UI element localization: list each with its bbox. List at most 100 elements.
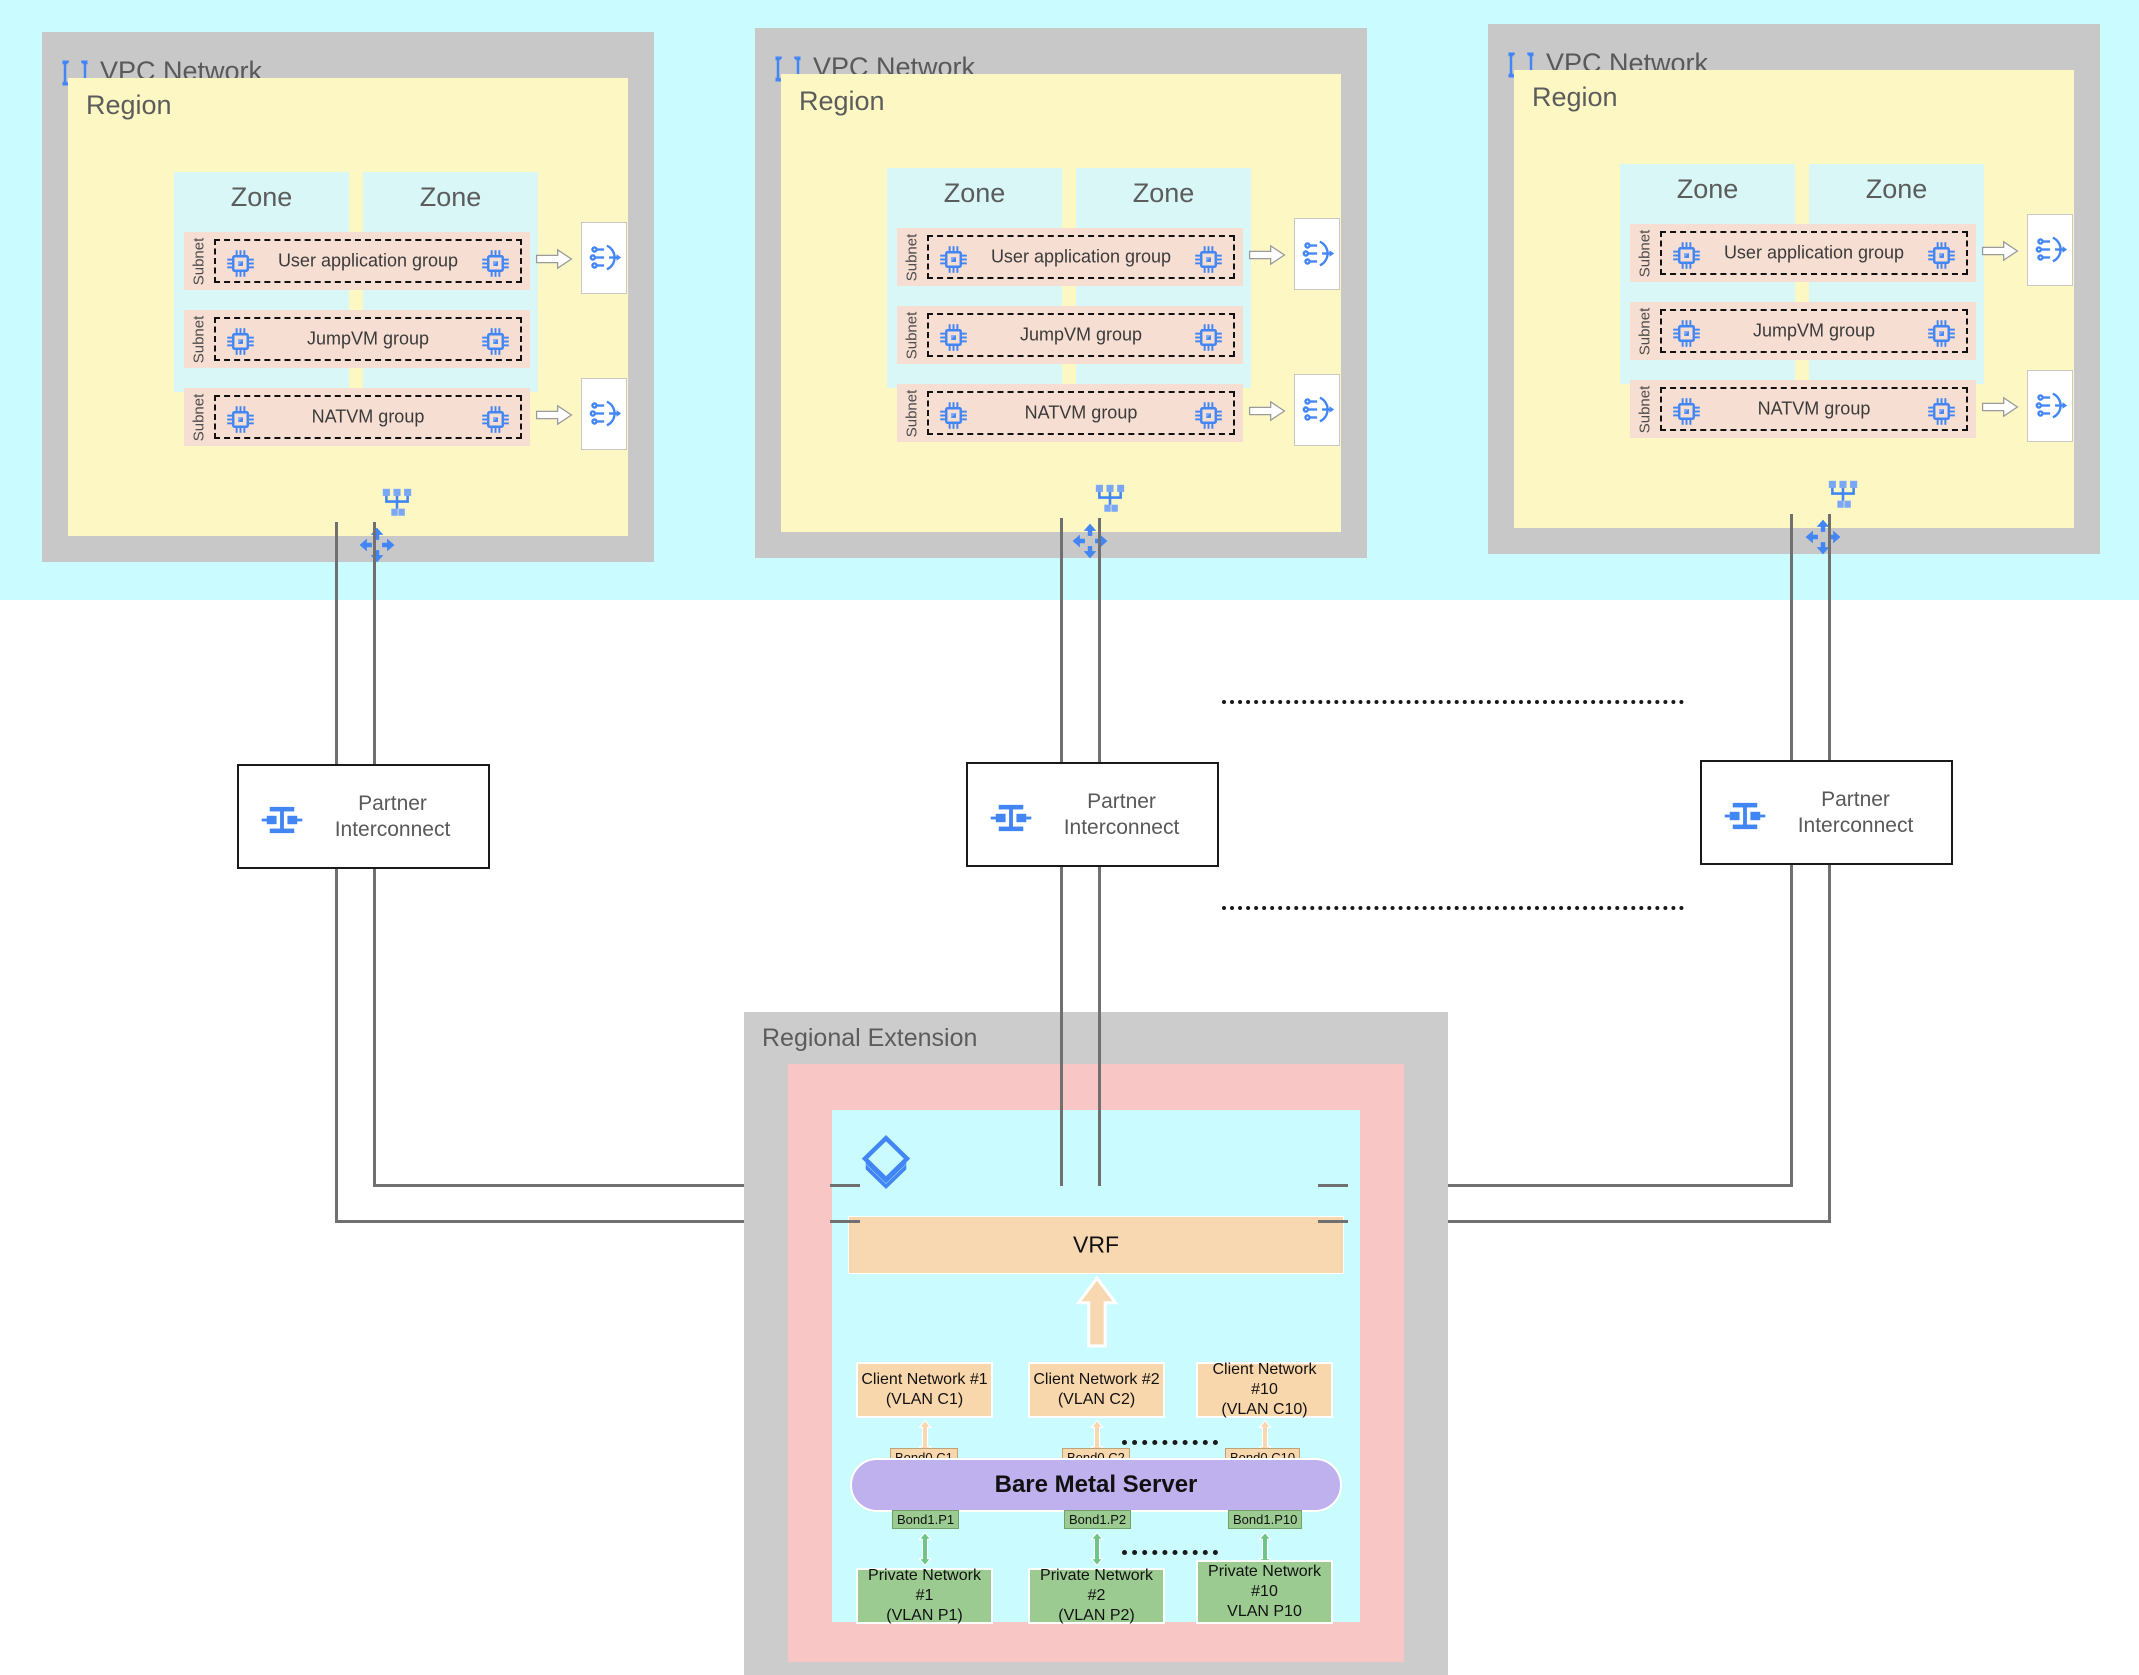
region-3: Region Zone Zone Subnet User application… — [1514, 70, 2074, 528]
cloud-router-icon-1[interactable] — [358, 526, 396, 564]
subnet-label: Subnet — [190, 393, 208, 441]
connector-vpc1-right-lower — [373, 864, 376, 1186]
partner-interconnect-3[interactable]: Partner Interconnect — [1700, 760, 1953, 865]
vrf-box[interactable]: VRF — [848, 1216, 1344, 1274]
subnet-row-jumpvm[interactable]: Subnet JumpVM group — [1630, 302, 1976, 360]
partner-interconnect-icon — [990, 797, 1032, 839]
arrow-icon — [534, 404, 574, 426]
bond-tag-p1: Bond1.P1 — [892, 1510, 960, 1529]
connector-vpc3-right-lower — [1828, 864, 1831, 1222]
cloud-nat-3b[interactable] — [2027, 370, 2073, 442]
subnet-tree-icon — [380, 486, 414, 520]
subnet-tree-icon — [1093, 482, 1127, 516]
cloud-nat-icon — [1302, 237, 1335, 270]
partner-interconnect-icon — [261, 799, 303, 841]
regional-extension-title: Regional Extension — [762, 1024, 978, 1052]
private-network-10[interactable]: Private Network #10 VLAN P10 — [1196, 1560, 1333, 1624]
cloud-nat-3a[interactable] — [2027, 214, 2073, 286]
connector-vpc1-right — [373, 522, 376, 772]
subnet-label: Subnet — [1636, 385, 1654, 433]
regional-extension-pink-layer: VRF Client Network #1 (VLAN C1) Client N… — [788, 1064, 1404, 1662]
regional-extension[interactable]: Regional Extension VRF Client Network #1… — [744, 1012, 1448, 1675]
cloud-nat-icon — [1302, 393, 1335, 426]
subnet-row-user-app[interactable]: Subnet User application group — [1630, 224, 1976, 282]
arrow-icon — [534, 248, 574, 270]
cloud-nat-1b[interactable] — [581, 378, 627, 450]
subnet-row-jumpvm[interactable]: Subnet JumpVM group — [184, 310, 530, 368]
arrow-icon — [1980, 396, 2020, 418]
subnet-label: Subnet — [190, 237, 208, 285]
cloud-nat-icon — [589, 397, 622, 430]
arrow-icon — [1247, 244, 1287, 266]
subnet-row-natvm[interactable]: Subnet NATVM group — [184, 388, 530, 446]
ellipsis-line-bottom — [1222, 906, 1684, 910]
zone-label: Zone — [1132, 178, 1195, 208]
partner-interconnect-label: Partner Interconnect — [334, 791, 451, 841]
cloud-nat-1a[interactable] — [581, 222, 627, 294]
client-network-1[interactable]: Client Network #1 (VLAN C1) — [856, 1362, 993, 1418]
bond-tag-p2: Bond1.P2 — [1064, 1510, 1132, 1529]
subnet-label: Subnet — [903, 233, 921, 281]
subnet-row-jumpvm[interactable]: Subnet JumpVM group — [897, 306, 1243, 364]
private-network-label: Private Network #2 (VLAN P2) — [1040, 1567, 1153, 1624]
partner-interconnect-2[interactable]: Partner Interconnect — [966, 762, 1219, 867]
connector-vpc1-left-horiz — [335, 1220, 852, 1223]
vrf-left-stub-bottom — [830, 1220, 860, 1223]
vpc-network-3[interactable]: VPC Network Region Zone Zone Subnet User… — [1488, 24, 2100, 554]
subnet-label: Subnet — [190, 315, 208, 363]
vpc-network-2[interactable]: VPC Network Region Zone Zone Subnet User… — [755, 28, 1367, 558]
private-network-1[interactable]: Private Network #1 (VLAN P1) — [856, 1567, 993, 1624]
bare-metal-server-label: Bare Metal Server — [994, 1471, 1198, 1498]
subnet-label: Subnet — [1636, 229, 1654, 277]
instance-group-natvm[interactable]: NATVM group — [214, 395, 522, 439]
subnet-row-natvm[interactable]: Subnet NATVM group — [897, 384, 1243, 442]
vpc-network-1[interactable]: VPC Network Region Zone Zone Subnet User… — [42, 32, 654, 562]
cloud-router-icon-3[interactable] — [1804, 518, 1842, 556]
cloud-nat-2b[interactable] — [1294, 374, 1340, 446]
partner-interconnect-1[interactable]: Partner Interconnect — [237, 764, 490, 869]
connector-vpc3-left-horiz — [1325, 1184, 1793, 1187]
connector-vpc2-left-into-vrf — [1060, 1012, 1063, 1186]
vrf-left-stub-top — [830, 1184, 860, 1187]
client-network-10[interactable]: Client Network #10 (VLAN C10) — [1196, 1361, 1333, 1418]
instance-group-jumpvm[interactable]: JumpVM group — [927, 313, 1235, 357]
instance-group-user-app[interactable]: User application group — [1660, 231, 1968, 275]
instance-group-jumpvm[interactable]: JumpVM group — [1660, 309, 1968, 353]
partner-interconnect-icon — [1724, 795, 1766, 837]
vrf-right-stub-top — [1318, 1184, 1348, 1187]
subnet-label: Subnet — [903, 389, 921, 437]
connector-vpc3-left — [1790, 514, 1793, 772]
layers-diamond-icon — [858, 1132, 914, 1190]
region-title: Region — [799, 86, 885, 116]
cloud-router-icon-2[interactable] — [1071, 522, 1109, 560]
private-bond-arrow-icon-1 — [916, 1532, 934, 1566]
private-network-label: Private Network #1 (VLAN P1) — [868, 1567, 981, 1624]
instance-group-user-app[interactable]: User application group — [927, 235, 1235, 279]
instance-group-natvm[interactable]: NATVM group — [927, 391, 1235, 435]
instance-group-natvm[interactable]: NATVM group — [1660, 387, 1968, 431]
instance-group-label: User application group — [277, 250, 459, 271]
subnet-row-user-app[interactable]: Subnet User application group — [184, 232, 530, 290]
connector-vpc2-right-into-vrf — [1098, 1012, 1101, 1186]
instance-group-user-app[interactable]: User application group — [214, 239, 522, 283]
instance-group-label: NATVM group — [1757, 398, 1871, 419]
client-ellipsis — [1122, 1440, 1218, 1445]
instance-group-label: JumpVM group — [1752, 320, 1876, 341]
arrow-icon — [1247, 400, 1287, 422]
cloud-nat-icon — [589, 241, 622, 274]
subnet-row-natvm[interactable]: Subnet NATVM group — [1630, 380, 1976, 438]
client-network-label: Client Network #1 (VLAN C1) — [861, 1371, 988, 1408]
cloud-nat-icon — [2035, 233, 2068, 266]
connector-vpc1-left — [335, 522, 338, 772]
subnet-row-user-app[interactable]: Subnet User application group — [897, 228, 1243, 286]
connector-vpc2-left — [1060, 518, 1063, 772]
client-network-label: Client Network #10 (VLAN C10) — [1212, 1361, 1317, 1418]
private-network-2[interactable]: Private Network #2 (VLAN P2) — [1028, 1567, 1165, 1624]
instance-group-label: User application group — [1723, 242, 1905, 263]
bare-metal-server[interactable]: Bare Metal Server — [850, 1458, 1342, 1512]
cloud-nat-2a[interactable] — [1294, 218, 1340, 290]
client-network-2[interactable]: Client Network #2 (VLAN C2) — [1028, 1362, 1165, 1418]
region-1: Region Zone Zone Subnet User application… — [68, 78, 628, 536]
instance-group-jumpvm[interactable]: JumpVM group — [214, 317, 522, 361]
